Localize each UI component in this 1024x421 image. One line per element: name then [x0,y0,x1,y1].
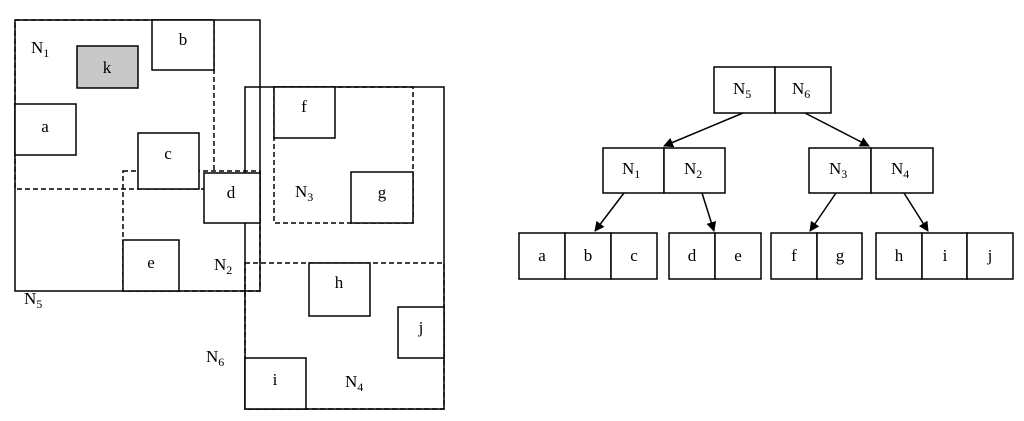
object-f [273,86,336,139]
object-d-label: d [227,183,236,202]
region-n6-label: N6 [206,347,224,369]
tree-root-n5-label: N5 [733,79,751,101]
tree-leaf-n2: d e [668,232,762,280]
tree-entry-n4 [870,147,934,194]
tree-node-n3-n4: N3 N4 [808,147,934,194]
region-n5-label: N5 [24,289,42,311]
object-c [137,132,200,190]
tree-root-entry-n5 [713,66,776,114]
tree-root-entry-n6 [774,66,832,114]
tree-edge-n6-to-n3n4 [804,112,870,147]
object-c-label: c [164,144,172,163]
tree-leaf-c-label: c [630,246,638,265]
object-i [244,357,307,410]
object-h [308,262,371,317]
object-i-label: i [273,370,278,389]
tree-node-n1-n2: N1 N2 [602,147,726,194]
object-e [122,239,180,292]
tree-leaf-entry-f [770,232,818,280]
tree-leaf-n4: h i j [875,232,1014,280]
tree-leaf-n1: a b c [518,232,658,280]
tree-root-n6-label: N6 [792,79,810,101]
tree-leaf-b-label: b [584,246,593,265]
tree-leaf-d-label: d [688,246,697,265]
object-f-label: f [301,97,307,116]
tree-entry-n1 [602,147,665,194]
object-a-label: a [41,117,49,136]
tree-edge-n2-to-leaf [701,192,717,232]
region-n4-label: N4 [345,372,363,394]
spatial-diagram: k b a c d e f g h j i N1 N2 N3 N4 N5 N6 [14,19,445,410]
r-tree: N5 N6 N1 N2 N3 N4 a b c [518,66,1014,280]
region-n3 [273,86,414,224]
object-e-label: e [147,253,155,272]
region-n2-label: N2 [214,255,232,277]
tree-leaf-entry-a [518,232,566,280]
tree-n4-label: N4 [891,159,909,181]
object-k [76,45,139,89]
tree-leaf-n3: f g [770,232,863,280]
object-b-label: b [179,30,188,49]
object-j-label: j [418,318,424,337]
tree-leaf-entry-i [921,232,968,280]
tree-edge-n5-to-n1n2 [663,112,744,148]
tree-edge-n4-to-leaf [903,192,929,232]
object-k-label: k [103,58,112,77]
object-b [151,19,215,71]
tree-n3-label: N3 [829,159,847,181]
tree-edge-n1-to-leaf [594,192,625,232]
object-h-label: h [335,273,344,292]
tree-leaf-entry-h [875,232,923,280]
tree-n1-label: N1 [622,159,640,181]
tree-entry-n3 [808,147,872,194]
tree-leaf-entry-e [714,232,762,280]
tree-leaf-i-label: i [943,246,948,265]
tree-leaf-entry-j [966,232,1014,280]
tree-n2-label: N2 [684,159,702,181]
object-j [397,306,445,359]
object-g [350,171,414,224]
tree-root-node: N5 N6 [713,66,832,114]
tree-leaf-e-label: e [734,246,742,265]
tree-leaf-entry-c [610,232,658,280]
tree-edge-n3-to-leaf [809,192,837,232]
tree-leaf-entry-b [564,232,612,280]
tree-leaf-f-label: f [791,246,797,265]
region-n3-label: N3 [295,182,313,204]
object-a [14,103,77,156]
tree-leaf-a-label: a [538,246,546,265]
object-g-label: g [378,183,387,202]
object-d [203,172,261,224]
tree-leaf-entry-g [816,232,863,280]
region-n1-label: N1 [31,38,49,60]
tree-leaf-g-label: g [836,246,845,265]
tree-entry-n2 [663,147,726,194]
tree-leaf-j-label: j [987,246,993,265]
tree-leaf-h-label: h [895,246,904,265]
